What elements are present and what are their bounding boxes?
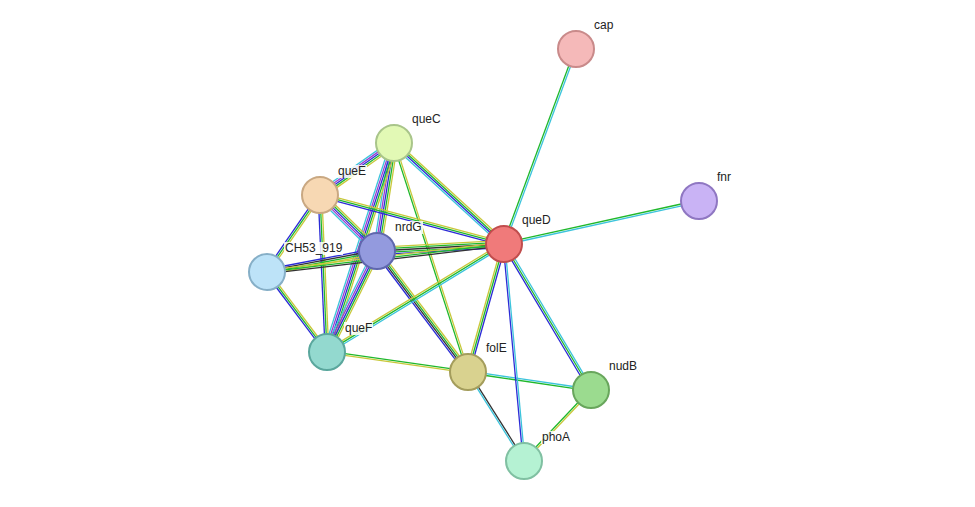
protein-node (485, 225, 523, 263)
evidence-line (335, 153, 380, 184)
evidence-line (512, 260, 581, 375)
protein-node (308, 333, 346, 371)
evidence-line (471, 261, 497, 354)
evidence-line (337, 201, 486, 241)
protein-node (449, 353, 487, 391)
node-label: queE (337, 165, 367, 178)
evidence-line (521, 204, 681, 239)
evidence-line (536, 403, 578, 448)
protein-node (572, 371, 610, 409)
interaction-edge (477, 387, 515, 446)
evidence-line (537, 404, 579, 449)
protein-node (358, 232, 396, 270)
evidence-line (486, 374, 573, 387)
evidence-line (511, 66, 570, 227)
protein-node (557, 30, 595, 68)
evidence-line (522, 206, 682, 241)
evidence-line (330, 210, 361, 241)
evidence-line (333, 150, 378, 181)
interaction-edge (521, 204, 681, 241)
evidence-line (507, 262, 524, 443)
evidence-line (343, 255, 489, 344)
evidence-line (336, 155, 381, 186)
interaction-edge (536, 403, 580, 449)
interaction-edge (512, 259, 584, 376)
node-label: fnr (716, 171, 732, 184)
node-label: folE (485, 342, 508, 355)
evidence-line (515, 259, 584, 374)
evidence-line (334, 152, 379, 183)
protein-node (301, 176, 339, 214)
evidence-line (345, 355, 450, 370)
evidence-line (333, 208, 364, 239)
evidence-line (345, 354, 450, 369)
node-label: phoA (541, 431, 571, 444)
interaction-edge (341, 252, 489, 344)
node-label: nudB (608, 360, 638, 373)
interaction-edge (337, 198, 487, 241)
interaction-edge (319, 213, 328, 334)
evidence-line (276, 288, 314, 339)
evidence-line (477, 388, 514, 447)
evidence-line (342, 253, 488, 342)
protein-node (505, 442, 543, 480)
evidence-line (332, 209, 363, 240)
evidence-line (334, 206, 365, 237)
protein-node (248, 253, 286, 291)
node-label: CH53_919 (284, 242, 343, 255)
evidence-line (513, 260, 582, 375)
node-label: cap (593, 19, 614, 32)
evidence-line (409, 153, 493, 230)
node-label: queC (411, 113, 442, 126)
evidence-line (337, 200, 486, 240)
interaction-edge (509, 66, 570, 228)
interaction-edge (345, 354, 451, 371)
interaction-edge (276, 285, 317, 338)
node-label: queD (521, 214, 552, 227)
node-label: nrdG (394, 221, 423, 234)
evidence-line (279, 285, 317, 336)
protein-node (375, 124, 413, 162)
evidence-line (319, 213, 324, 334)
interaction-edge (330, 205, 366, 241)
node-label: queF (344, 322, 373, 335)
interaction-edge (486, 374, 574, 389)
evidence-line (278, 286, 316, 337)
evidence-line (473, 261, 499, 354)
evidence-line (338, 198, 487, 238)
protein-node (680, 182, 718, 220)
evidence-line (478, 387, 515, 446)
evidence-line (486, 376, 573, 389)
evidence-line (337, 156, 382, 187)
evidence-line (341, 252, 487, 341)
interaction-edge (333, 150, 382, 187)
evidence-line (509, 66, 569, 227)
